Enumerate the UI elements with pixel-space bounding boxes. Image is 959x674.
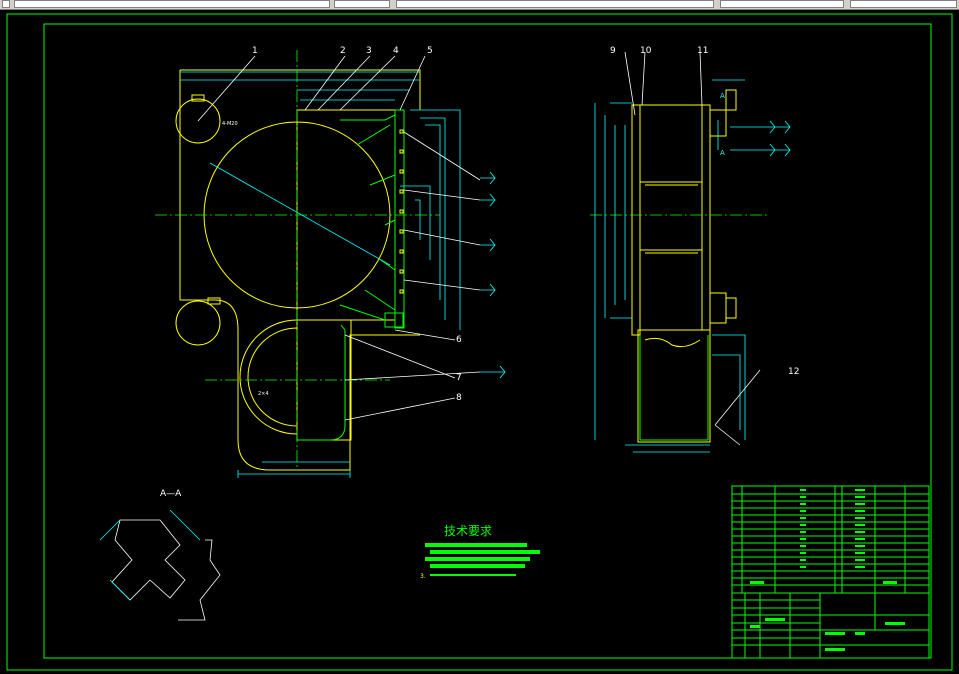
section-a-a-detail: A—A — [99, 489, 221, 621]
side-view: A A — [590, 51, 791, 453]
lug-note: 4-M20 — [222, 121, 238, 127]
cad-drawing-canvas[interactable]: 4-M20 2×4 1 2 3 4 5 6 7 8 — [0, 9, 959, 674]
color-dropdown[interactable] — [720, 0, 844, 8]
tech-note-3: 3. — [420, 573, 426, 580]
callout-12: 12 — [788, 367, 799, 377]
callout-7: 7 — [456, 373, 462, 383]
side-body — [639, 104, 703, 331]
tech-requirements: 技术要求 3. — [420, 524, 540, 580]
lower-arc-inner — [247, 327, 298, 427]
outer-frame — [6, 13, 953, 671]
inner-frame — [43, 23, 932, 659]
callout-1: 1 — [252, 46, 258, 56]
lug-circle-top — [175, 98, 221, 144]
callout-9: 9 — [610, 46, 616, 56]
style-dropdown[interactable] — [396, 0, 714, 8]
side-plate — [394, 109, 405, 329]
callouts-right: 9 10 11 12 — [610, 46, 799, 377]
callout-6: 6 — [456, 335, 462, 345]
section-mark-bottom: A — [720, 149, 725, 157]
callout-11: 11 — [697, 46, 708, 56]
callout-2: 2 — [340, 46, 346, 56]
section-mark-top: A — [720, 92, 725, 100]
body-outline — [179, 70, 420, 471]
callout-10: 10 — [640, 46, 652, 56]
top-edge — [180, 69, 421, 110]
lug-circle-bottom — [175, 300, 221, 346]
callouts-left: 1 2 3 4 5 6 7 8 — [252, 46, 462, 403]
callout-5: 5 — [427, 46, 433, 56]
arc-note: 2×4 — [258, 391, 269, 397]
callout-3: 3 — [366, 46, 372, 56]
callout-4: 4 — [393, 46, 399, 56]
tech-title: 技术要求 — [444, 524, 492, 538]
layer-dropdown[interactable] — [14, 0, 330, 8]
lower-arc — [239, 319, 298, 435]
side-lower — [637, 329, 711, 443]
cad-toolbar — [0, 0, 959, 10]
linetype-dropdown[interactable] — [850, 0, 957, 8]
section-label: A—A — [160, 489, 182, 499]
ribs — [339, 114, 396, 321]
parts-list — [731, 485, 930, 659]
layer-tools[interactable] — [334, 0, 390, 8]
toolbar-button[interactable] — [2, 0, 10, 8]
front-view: 4-M20 2×4 — [155, 50, 506, 478]
callout-8: 8 — [456, 393, 462, 403]
